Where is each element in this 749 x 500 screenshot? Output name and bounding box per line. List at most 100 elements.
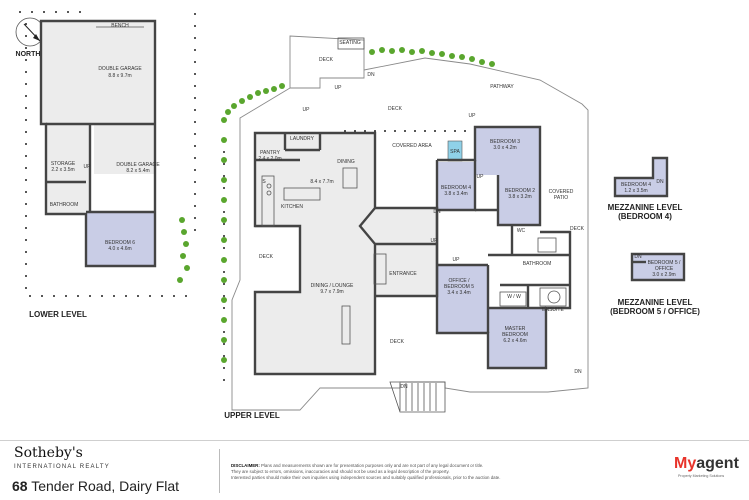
tree-icon: [369, 49, 375, 55]
fence-post: [25, 167, 27, 169]
tree-icon: [221, 117, 227, 123]
fence-post: [19, 11, 21, 13]
up-label-northeast: UP: [469, 113, 477, 119]
tree-icon: [181, 229, 187, 235]
fence-post: [194, 205, 196, 207]
tree-icon: [379, 47, 385, 53]
covered-patio-label-2: PATIO: [554, 195, 568, 201]
bathroom-label: BATHROOM: [523, 261, 552, 267]
fence-post: [194, 13, 196, 15]
fence-post: [113, 295, 115, 297]
walk-in-wardrobe-label: W / W: [507, 294, 521, 300]
fence-post: [464, 130, 466, 132]
fence-post: [25, 191, 27, 193]
up-label-center: UP: [431, 238, 439, 244]
fence-post: [25, 119, 27, 121]
fence-post: [77, 295, 79, 297]
deck-label-west: DECK: [259, 254, 274, 260]
dn-label-north: DN: [367, 72, 375, 78]
tree-icon: [459, 54, 465, 60]
fence-post: [194, 85, 196, 87]
disclaimer-line-1: Plans and measurements shown are for pre…: [259, 463, 484, 468]
double-garage-2-label: DOUBLE GARAGE: [116, 162, 160, 168]
fence-post: [223, 343, 225, 345]
tree-icon: [183, 241, 189, 247]
fence-post: [161, 295, 163, 297]
fence-post: [194, 121, 196, 123]
fence-post: [424, 130, 426, 132]
tree-icon: [255, 90, 261, 96]
office-label-1: OFFICE /: [448, 278, 470, 284]
upper-fence: [223, 130, 466, 381]
fence-post: [194, 49, 196, 51]
tree-icon: [180, 253, 186, 259]
disclaimer-line-2: They are subject to errors, omissions, i…: [231, 468, 450, 474]
deck-label-north: DECK: [319, 57, 334, 63]
fence-post: [194, 145, 196, 147]
dn-label-center: DN: [433, 209, 441, 215]
fence-post: [25, 131, 27, 133]
fence-post: [194, 133, 196, 135]
fence-post: [25, 227, 27, 229]
mezz-bedroom-5-label-1: BEDROOM 5 /: [648, 260, 681, 266]
tree-icon: [221, 237, 227, 243]
fence-post: [194, 61, 196, 63]
up-label-north: UP: [335, 85, 343, 91]
deck-label-center: DECK: [388, 106, 403, 112]
brand-subtitle: INTERNATIONAL REALTY: [14, 464, 110, 470]
fence-post: [444, 130, 446, 132]
logo-agent: agent: [696, 455, 739, 472]
fence-post: [25, 23, 27, 25]
tree-icon: [177, 277, 183, 283]
tree-icon: [399, 47, 405, 53]
fence-post: [55, 11, 57, 13]
up-label-office: UP: [453, 257, 461, 263]
fence-post: [194, 229, 196, 231]
fence-post: [194, 193, 196, 195]
bedroom-4-label: BEDROOM 4: [441, 185, 471, 191]
fence-post: [194, 37, 196, 39]
fence-post: [344, 130, 346, 132]
tree-icon: [231, 103, 237, 109]
s-label: S: [262, 179, 266, 185]
covered-patio-label-1: COVERED: [549, 189, 574, 195]
tree-icon: [439, 51, 445, 57]
fence-post: [223, 211, 225, 213]
fence-post: [185, 295, 187, 297]
footer-divider: [219, 449, 220, 493]
tree-icon: [409, 49, 415, 55]
bedroom-6-label: BEDROOM 6: [105, 240, 135, 246]
fence-post: [194, 181, 196, 183]
covered-area-label: COVERED AREA: [392, 143, 432, 149]
fence-post: [137, 295, 139, 297]
fence-post: [65, 295, 67, 297]
lower-trees: [177, 217, 190, 283]
fence-post: [25, 251, 27, 253]
dn-label-southeast: DN: [574, 369, 582, 375]
fence-post: [53, 295, 55, 297]
mezz-4-title-1: MEZZANINE LEVEL: [608, 203, 683, 212]
fence-post: [223, 307, 225, 309]
lower-level-plan: [39, 19, 157, 268]
deck-label-east: DECK: [570, 226, 585, 232]
dining-lounge-label: DINING / LOUNGE: [311, 283, 354, 289]
fence-post: [434, 130, 436, 132]
up-label-northwest: UP: [303, 107, 311, 113]
logo-my: My: [674, 455, 697, 472]
fence-post: [223, 235, 225, 237]
fence-post: [223, 283, 225, 285]
fence-post: [194, 157, 196, 159]
upper-level-title: UPPER LEVEL: [224, 411, 280, 420]
tree-icon: [221, 337, 227, 343]
fence-post: [223, 331, 225, 333]
tree-icon: [247, 94, 253, 100]
dn-label-south: DN: [400, 384, 408, 390]
office-dims: 3.4 x 3.4m: [447, 290, 470, 296]
storage-dims: 2.2 x 3.5m: [51, 167, 74, 173]
fence-post: [384, 130, 386, 132]
pathway-label: PATHWAY: [490, 84, 514, 90]
fence-post: [67, 11, 69, 13]
bedroom-3-label: BEDROOM 3: [490, 139, 520, 145]
fence-post: [79, 11, 81, 13]
